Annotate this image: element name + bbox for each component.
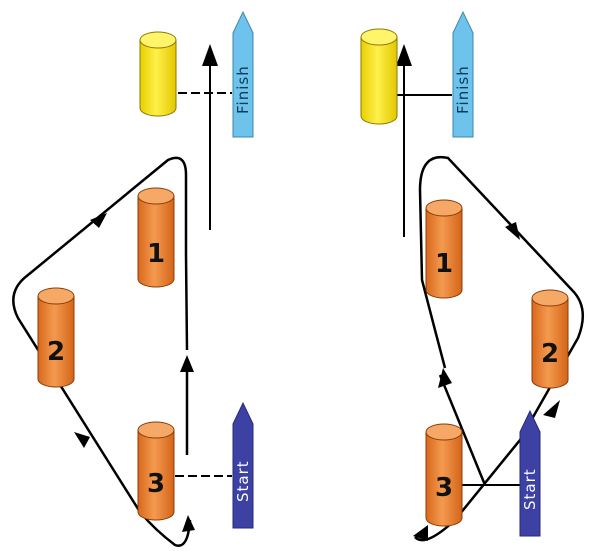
left-start-label: Start: [234, 460, 252, 502]
right-arrow-down-icon: [543, 400, 560, 418]
left-mark-1-label: 1: [147, 239, 165, 269]
right-start-boat: Start: [519, 409, 541, 537]
right-mark-3: 3: [425, 423, 463, 527]
left-mark-3-label: 3: [147, 469, 165, 499]
left-arrow-top-icon: [90, 213, 107, 228]
right-mark-1-label: 1: [435, 249, 453, 279]
left-course: Finish Start 1 2 3: [12, 10, 254, 547]
right-mark-2-label: 2: [541, 339, 559, 369]
right-mark-1: 1: [425, 199, 463, 299]
left-arrow-bottom-icon: [74, 432, 90, 448]
right-finish-label: Finish: [454, 65, 472, 114]
right-mark-3-label: 3: [435, 473, 453, 503]
left-mark-1: 1: [137, 187, 175, 288]
right-arrow-up-icon: [438, 368, 452, 388]
right-finish-mark: [360, 28, 398, 125]
left-arrow-up-icon: [180, 355, 194, 372]
right-mark-2: 2: [531, 289, 569, 389]
left-arrow-return-icon: [182, 515, 195, 532]
right-start-label: Start: [521, 468, 539, 510]
right-finish-boat: Finish: [452, 10, 474, 138]
left-mark-3: 3: [137, 421, 175, 521]
left-finish-label: Finish: [234, 65, 252, 114]
right-arrow-return-icon: [413, 525, 428, 541]
left-mark-2-label: 2: [47, 337, 65, 367]
left-finish-boat: Finish: [232, 10, 254, 138]
left-finish-mark: [139, 31, 177, 117]
left-finish-arrowhead-icon: [202, 44, 218, 66]
left-course-loop: [12, 156, 192, 547]
left-start-boat: Start: [232, 401, 254, 529]
right-arrow-top-icon: [505, 222, 520, 240]
right-course: Finish Start 1 2 3: [360, 10, 585, 542]
left-mark-2: 2: [37, 287, 75, 388]
right-finish-arrowhead-icon: [396, 44, 412, 66]
right-course-loop: [414, 155, 585, 542]
